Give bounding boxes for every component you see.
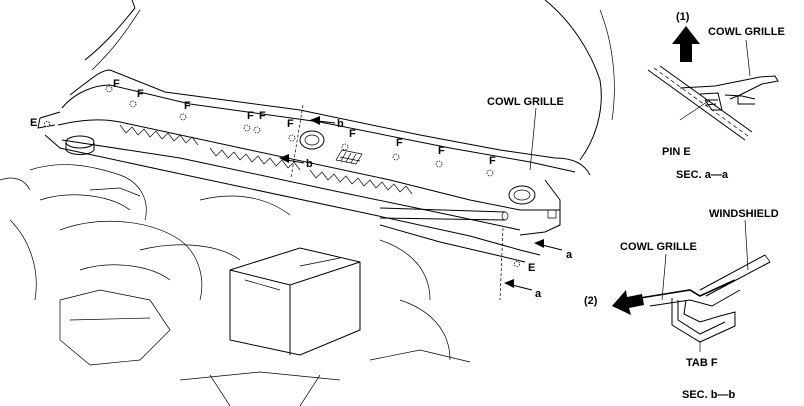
tab-f-label: F xyxy=(349,128,356,140)
left-arrow-icon xyxy=(612,290,644,315)
section-b-arrow-icon xyxy=(279,154,289,163)
sec-bb-caption: SEC. b—b xyxy=(682,389,735,401)
section-a-arrow-icon xyxy=(534,239,544,248)
section-b-label: b xyxy=(306,158,313,170)
pin-e-label: E xyxy=(30,117,37,129)
sec-bb-windshield-label: WINDSHIELD xyxy=(709,208,779,220)
tab-f-label: F xyxy=(489,155,496,167)
tab-f-label: F xyxy=(247,110,254,122)
section-a-arrow-icon xyxy=(504,279,514,288)
cowl-grille-body xyxy=(69,69,591,176)
section-b-arrow-icon xyxy=(310,116,320,125)
main-view: F F F F F F F F F F E E b b a a COWL GRI… xyxy=(0,0,615,406)
hood-outline xyxy=(84,0,602,161)
tab-f-label: F xyxy=(113,78,120,90)
tab-f-label: F xyxy=(396,137,403,149)
tab-f-label: F xyxy=(137,88,144,100)
sec-aa-cowl-grille-label: COWL GRILLE xyxy=(708,26,785,38)
sec-bb-cowl-grille-label: COWL GRILLE xyxy=(620,241,697,253)
pin-e-label: E xyxy=(528,262,535,274)
cowl-grille-callout: COWL GRILLE xyxy=(487,96,564,108)
tab-f-label: F xyxy=(287,118,294,130)
tab-f-label: F xyxy=(438,145,445,157)
tab-f-label: F xyxy=(259,110,266,122)
section-b-label: b xyxy=(337,118,344,130)
tab-f-label: F xyxy=(184,100,191,112)
sec-bb-tab-label: TAB F xyxy=(686,357,718,369)
section-b-b-detail: WINDSHIELD COWL GRILLE (2) TAB F SEC. b—… xyxy=(584,208,779,401)
section-a-label: a xyxy=(566,249,573,261)
sec-aa-caption: SEC. a—a xyxy=(676,169,729,181)
section-a-label: a xyxy=(535,288,542,300)
section-a-a-detail: (1) COWL GRILLE PIN E SEC. a—a xyxy=(647,11,785,181)
sec-bb-step-label: (2) xyxy=(584,295,598,307)
sec-aa-pin-label: PIN E xyxy=(662,146,691,158)
sec-aa-step-label: (1) xyxy=(676,11,690,23)
up-arrow-icon xyxy=(672,26,700,62)
